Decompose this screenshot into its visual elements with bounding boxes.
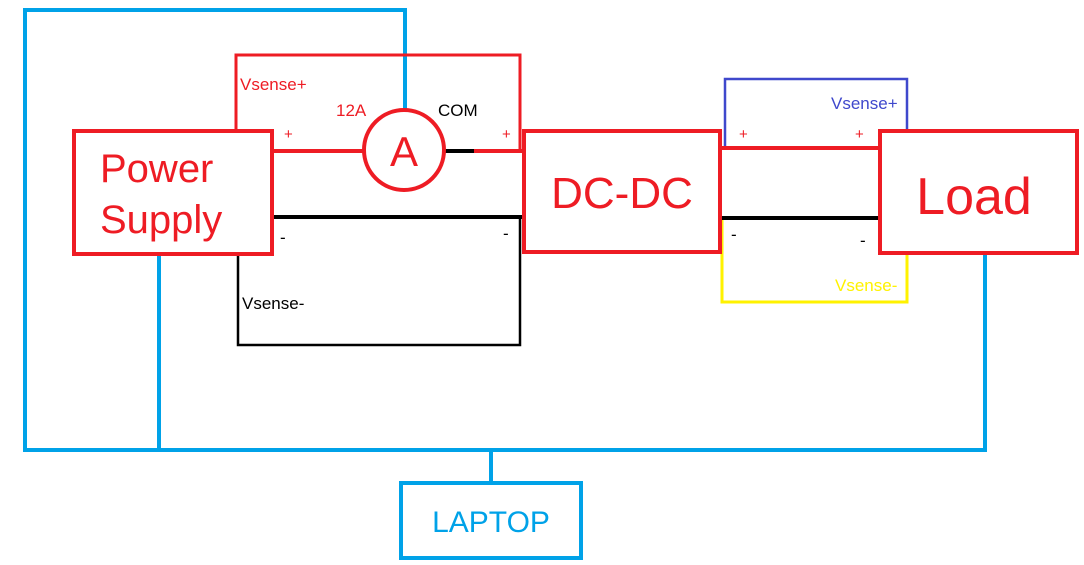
ps-vsense-plus-label: Vsense+ — [240, 75, 307, 94]
dcdc-box — [522, 129, 722, 254]
ammeter-symbol: A — [390, 128, 418, 175]
power-supply-box — [72, 129, 274, 256]
power-supply-block: Power Supply — [72, 129, 274, 256]
ps-vsense-minus-label: Vsense- — [242, 294, 304, 313]
power-supply-label-line1: Power — [100, 147, 213, 191]
laptop-box — [399, 481, 583, 560]
dcdc-block: DC-DC — [522, 129, 722, 254]
ps-vsense-minus-loop — [236, 217, 522, 347]
ammeter-to-laptop-wire — [23, 8, 987, 452]
dcdc-out-minus-marker: - — [731, 225, 737, 244]
dcdc-out-plus-marker: + — [739, 126, 748, 143]
ammeter-com-label: COM — [438, 101, 478, 120]
load-box — [878, 129, 1079, 255]
ammeter: A 12A COM — [336, 101, 478, 192]
laptop-bus-wiring — [23, 8, 987, 483]
load-label: Load — [916, 168, 1032, 226]
load-vsense-minus-loop — [720, 220, 909, 304]
ps-plus-marker: + — [284, 126, 293, 143]
ps-minus-marker: - — [280, 228, 286, 247]
ammeter-circle — [362, 108, 446, 192]
laptop-block: LAPTOP — [399, 481, 583, 560]
load-vsense-plus-loop — [723, 77, 909, 148]
load-minus-marker: - — [860, 231, 866, 250]
load-vsense-plus-label: Vsense+ — [831, 94, 898, 113]
dcdc-in-minus-marker: - — [503, 224, 509, 243]
load-vsense-minus-label: Vsense- — [835, 276, 897, 295]
power-supply-label-line2: Supply — [100, 198, 222, 242]
laptop-label: LAPTOP — [432, 506, 550, 539]
dcdc-label: DC-DC — [551, 169, 693, 218]
load-plus-marker: + — [855, 126, 864, 143]
load-block: Load — [878, 129, 1079, 255]
ps-vsense-plus-loop — [234, 53, 522, 150]
dcdc-in-plus-marker: + — [502, 126, 511, 143]
power-wiring — [272, 146, 880, 220]
ammeter-12a-label: 12A — [336, 101, 367, 120]
